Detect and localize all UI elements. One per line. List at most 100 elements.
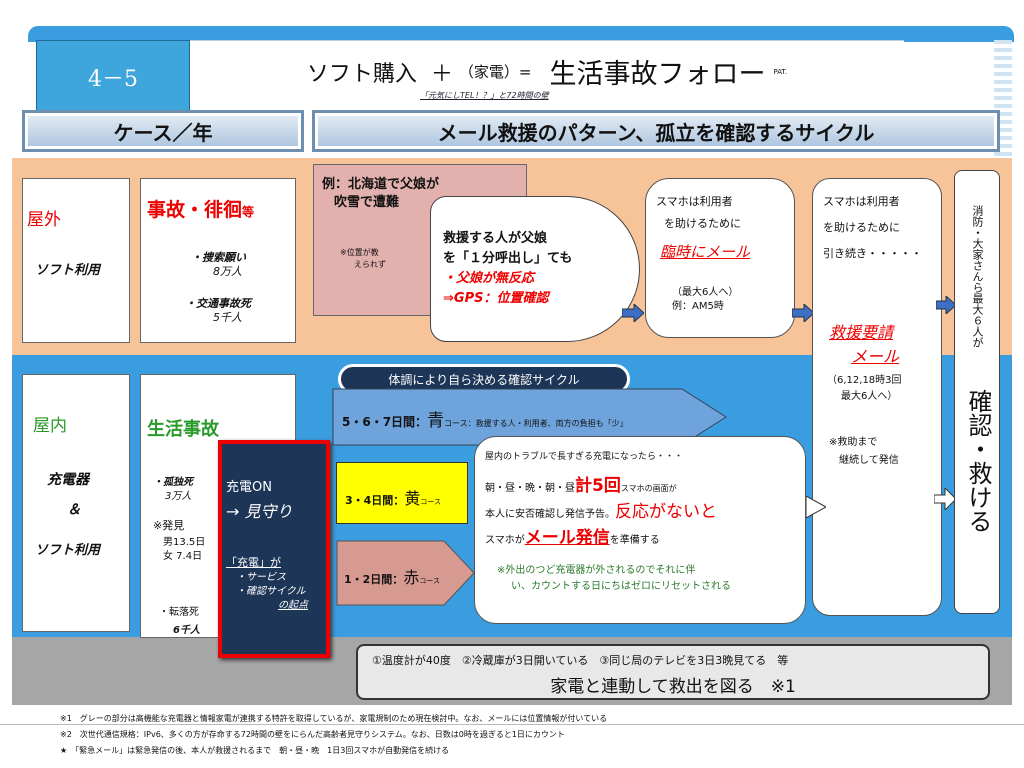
example-note2: えられず: [354, 260, 386, 269]
arrow-right-outline-icon: [805, 495, 828, 519]
red-days: 1・2日間：: [344, 573, 404, 586]
trouble-line4a: スマホが: [485, 535, 525, 546]
trouble-line2c: スマホの画面が: [620, 484, 677, 493]
trouble-line2: 朝・昼・晩・朝・昼計5回スマホの画面が: [485, 471, 677, 496]
blue-color: 青: [427, 411, 445, 431]
arrow-right-icon: [791, 302, 815, 324]
trouble-note1: ※外出のつど充電器が外されるのでそれに伴: [497, 565, 696, 576]
temp-line3: 臨時にメール: [660, 243, 751, 261]
yellow-color: 黄: [404, 489, 421, 508]
rescue-line3: ・父娘が無反応: [443, 271, 535, 286]
outdoor-case-box: 屋外 ソフト利用: [22, 178, 130, 343]
req-sched1: （6,12,18時3回: [827, 375, 902, 386]
yellow-course: コース: [420, 498, 441, 506]
arrow-right-outline-icon: [933, 486, 957, 512]
yellow-days: 3・4日間：: [345, 494, 405, 507]
appliance-box: ①温度計が40度 ②冷蔵庫が3日開いている ③同じ局のテレビを3日3晩見てる 等…: [356, 644, 990, 700]
trouble-line1: 屋内のトラブルで長すぎる充電になったら・・・: [485, 452, 684, 462]
example-title2: 吹雪で遭難: [334, 195, 400, 210]
temp-line5: 例：AM5時: [672, 301, 724, 312]
outdoor-label: 屋外: [27, 210, 61, 230]
red-course: コース: [419, 577, 440, 585]
example-title1: 例：北海道で父娘が: [322, 177, 440, 192]
watch-label: → 見守り: [226, 502, 293, 521]
arrow-right-icon: [621, 302, 645, 324]
accident-title: 事故・徘徊等: [147, 195, 254, 222]
footnote-3: ★ 「緊急メール」は緊急発信の後、本人が救援されるまで 朝・昼・晩 1日3回スマ…: [60, 746, 450, 755]
indoor-label: 屋内: [33, 416, 67, 436]
trouble-note2: い、カウントする日にちはゼロにリセットされる: [511, 581, 731, 592]
title-plus: ＋: [430, 61, 453, 87]
solitary-value: 3万人: [165, 491, 192, 502]
origin-label: の起点: [278, 600, 308, 611]
req-note1: ※救助まで: [829, 437, 878, 448]
cycle-label: ・確認サイクル: [236, 586, 306, 597]
footnote-2: ※2 次世代通信規格：IPv6、多くの方が存命する72時間の壁をにらんだ高齢者見…: [60, 730, 565, 739]
indoor-soft: ソフト利用: [35, 543, 101, 558]
life-title: 生活事故: [147, 419, 219, 440]
service-label: ・サービス: [236, 572, 286, 583]
req-line1: スマホは利用者: [823, 195, 900, 208]
charge-q: 「充電」が: [226, 556, 281, 569]
arrow-right-icon: [935, 294, 957, 316]
found-female: 女 7.4日: [163, 551, 203, 562]
rescue-bubble: 救援する人が父娘 を「１分呼出し」ても ・父娘が無反応 ⇒GPS：位置確認: [430, 196, 640, 342]
temp-line1: スマホは利用者: [656, 195, 733, 208]
blue-course-arrow: 5・6・7日間：青コース：救援する人・利用者、両方の負担も「少」: [332, 388, 728, 446]
blue-note: コース：救援する人・利用者、両方の負担も「少」: [444, 419, 628, 428]
fall-value: 6千人: [173, 625, 200, 636]
traffic-label: ・交通事故死: [185, 297, 251, 310]
indoor-case-box: 屋内 充電器 ＆ ソフト利用: [22, 374, 130, 632]
trouble-line4c: を準備する: [609, 535, 660, 546]
pat-mark: PAT.: [773, 67, 788, 76]
req-line2: を助けるために: [823, 221, 900, 234]
search-value: 8万人: [213, 265, 242, 278]
trouble-line2a: 朝・昼・晩・朝・昼: [485, 483, 575, 494]
accident-suffix: 等: [242, 205, 255, 219]
indoor-charger: 充電器: [47, 472, 89, 488]
title-paren: （家電）=: [458, 63, 532, 81]
appliance-line1: ①温度計が40度 ②冷蔵庫が3日開いている ③同じ局のテレビを3日3晩見てる 等: [372, 654, 789, 667]
charge-on-box: 充電ON → 見守り 「充電」が ・サービス ・確認サイクル の起点: [218, 440, 330, 658]
title-part1: ソフト購入: [306, 61, 417, 87]
search-label: ・捜索願い: [191, 251, 246, 264]
req-note2: 継続して発信: [839, 455, 899, 466]
req-title1: 救援要請: [829, 323, 894, 342]
indoor-amp: ＆: [67, 502, 81, 518]
trouble-box: 屋内のトラブルで長すぎる充電になったら・・・ 朝・昼・晩・朝・昼計5回スマホの画…: [474, 436, 806, 624]
temp-line4: （最大6人へ）: [672, 287, 739, 298]
req-title2: メール: [851, 347, 900, 366]
outdoor-soft-label: ソフト利用: [35, 263, 101, 278]
page-number: 4－5: [36, 40, 190, 114]
traffic-value: 5千人: [213, 311, 242, 324]
red-course-arrow: 1・2日間：赤コース: [336, 540, 476, 606]
temp-mail-box: スマホは利用者 を助けるために 臨時にメール （最大6人へ） 例：AM5時: [645, 178, 795, 338]
rescue-line1: 救援する人が父娘: [443, 231, 548, 246]
trouble-line4b: メール発信: [524, 528, 610, 548]
responders-top: 消防・大家さんら最大６人が: [971, 205, 984, 348]
yellow-course-box: 3・4日間：黄コース: [336, 462, 468, 524]
example-note1: ※位置が教: [340, 248, 379, 257]
req-sched2: 最大6人へ）: [841, 391, 898, 402]
found-label: ※発見: [153, 519, 185, 532]
red-course-text: 1・2日間：赤コース: [344, 564, 440, 588]
responders-box: 消防・大家さんら最大６人が 確認・救ける: [954, 170, 1000, 614]
blue-days: 5・6・7日間：: [342, 415, 428, 429]
footnote-divider: [0, 724, 1024, 725]
trouble-line3a: 本人に安否確認し発信予告。: [485, 509, 615, 520]
footnote-1: ※1 グレーの部分は高機能な充電器と情報家電が連携する特許を取得しているが、家電…: [60, 714, 608, 723]
trouble-line4: スマホがメール発信を準備する: [485, 523, 660, 548]
yellow-course-text: 3・4日間：黄コース: [345, 485, 441, 509]
accident-title-text: 事故・徘徊: [147, 199, 243, 221]
rescue-request-box: スマホは利用者 を助けるために 引き続き・・・・・ 救援要請 メール （6,12…: [812, 178, 942, 616]
appliance-line2: 家電と連動して救出を図る ※1: [550, 677, 796, 697]
solitary-label: ・孤独死: [153, 477, 193, 488]
tagline: 「元気にしTEL！？」と72時間の壁: [420, 91, 549, 100]
found-male: 男13.5日: [163, 537, 206, 548]
trouble-line3: 本人に安否確認し発信予告。反応がないと: [485, 497, 717, 522]
top-banner-bar: [28, 26, 1014, 42]
charge-on-label: 充電ON: [226, 480, 272, 495]
rescue-line2: を「１分呼出し」ても: [443, 251, 573, 266]
page-title: ソフト購入 ＋ （家電）= 生活事故フォロー PAT.: [190, 40, 904, 102]
section-header-right: メール救援のパターン、孤立を確認するサイクル: [312, 110, 1000, 152]
